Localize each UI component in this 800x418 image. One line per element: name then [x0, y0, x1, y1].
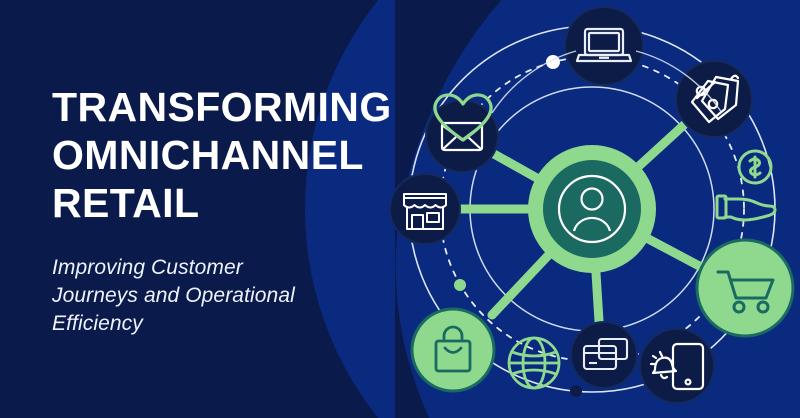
node-card[interactable] — [570, 321, 638, 389]
background-navy-wedge — [395, 0, 502, 418]
mobile-bell-icon — [649, 342, 705, 391]
shopping-cart-icon — [716, 270, 775, 314]
node-bag-bg — [410, 307, 496, 393]
node-bag[interactable] — [410, 307, 496, 393]
credit-cards-icon — [582, 337, 629, 371]
globe-icon — [507, 336, 561, 390]
node-globe[interactable] — [507, 336, 561, 390]
page-title: TRANSFORMING OMNICHANNEL RETAIL — [52, 84, 392, 226]
orbit-marker-left — [454, 279, 466, 291]
user-icon — [557, 174, 627, 244]
diagram-group — [389, 6, 795, 404]
node-mobile-bg — [639, 328, 715, 404]
node-payments[interactable] — [715, 149, 777, 222]
hand-coin-icon — [715, 149, 777, 222]
node-laptop[interactable] — [564, 6, 644, 86]
node-laptop-bg — [564, 6, 644, 86]
shopping-bag-icon — [434, 325, 472, 373]
node-mobile[interactable] — [639, 328, 715, 404]
node-cart[interactable] — [695, 238, 795, 338]
page-subtitle: Improving Customer Journeys and Operatio… — [52, 255, 295, 336]
headline-block: TRANSFORMING OMNICHANNEL RETAIL Improvin… — [52, 84, 404, 338]
node-loyalty[interactable] — [433, 93, 493, 142]
heart-icon — [433, 93, 493, 142]
storefront-icon — [403, 193, 447, 230]
node-store[interactable] — [389, 173, 461, 245]
node-promotions[interactable] — [675, 60, 753, 138]
orbit-marker-bottom — [570, 385, 582, 397]
laptop-icon — [575, 27, 633, 63]
node-cart-bg — [695, 238, 795, 338]
hub-customer[interactable] — [528, 145, 656, 273]
orbit-mid-dashed — [439, 56, 745, 362]
node-connector-arcs — [491, 50, 723, 114]
